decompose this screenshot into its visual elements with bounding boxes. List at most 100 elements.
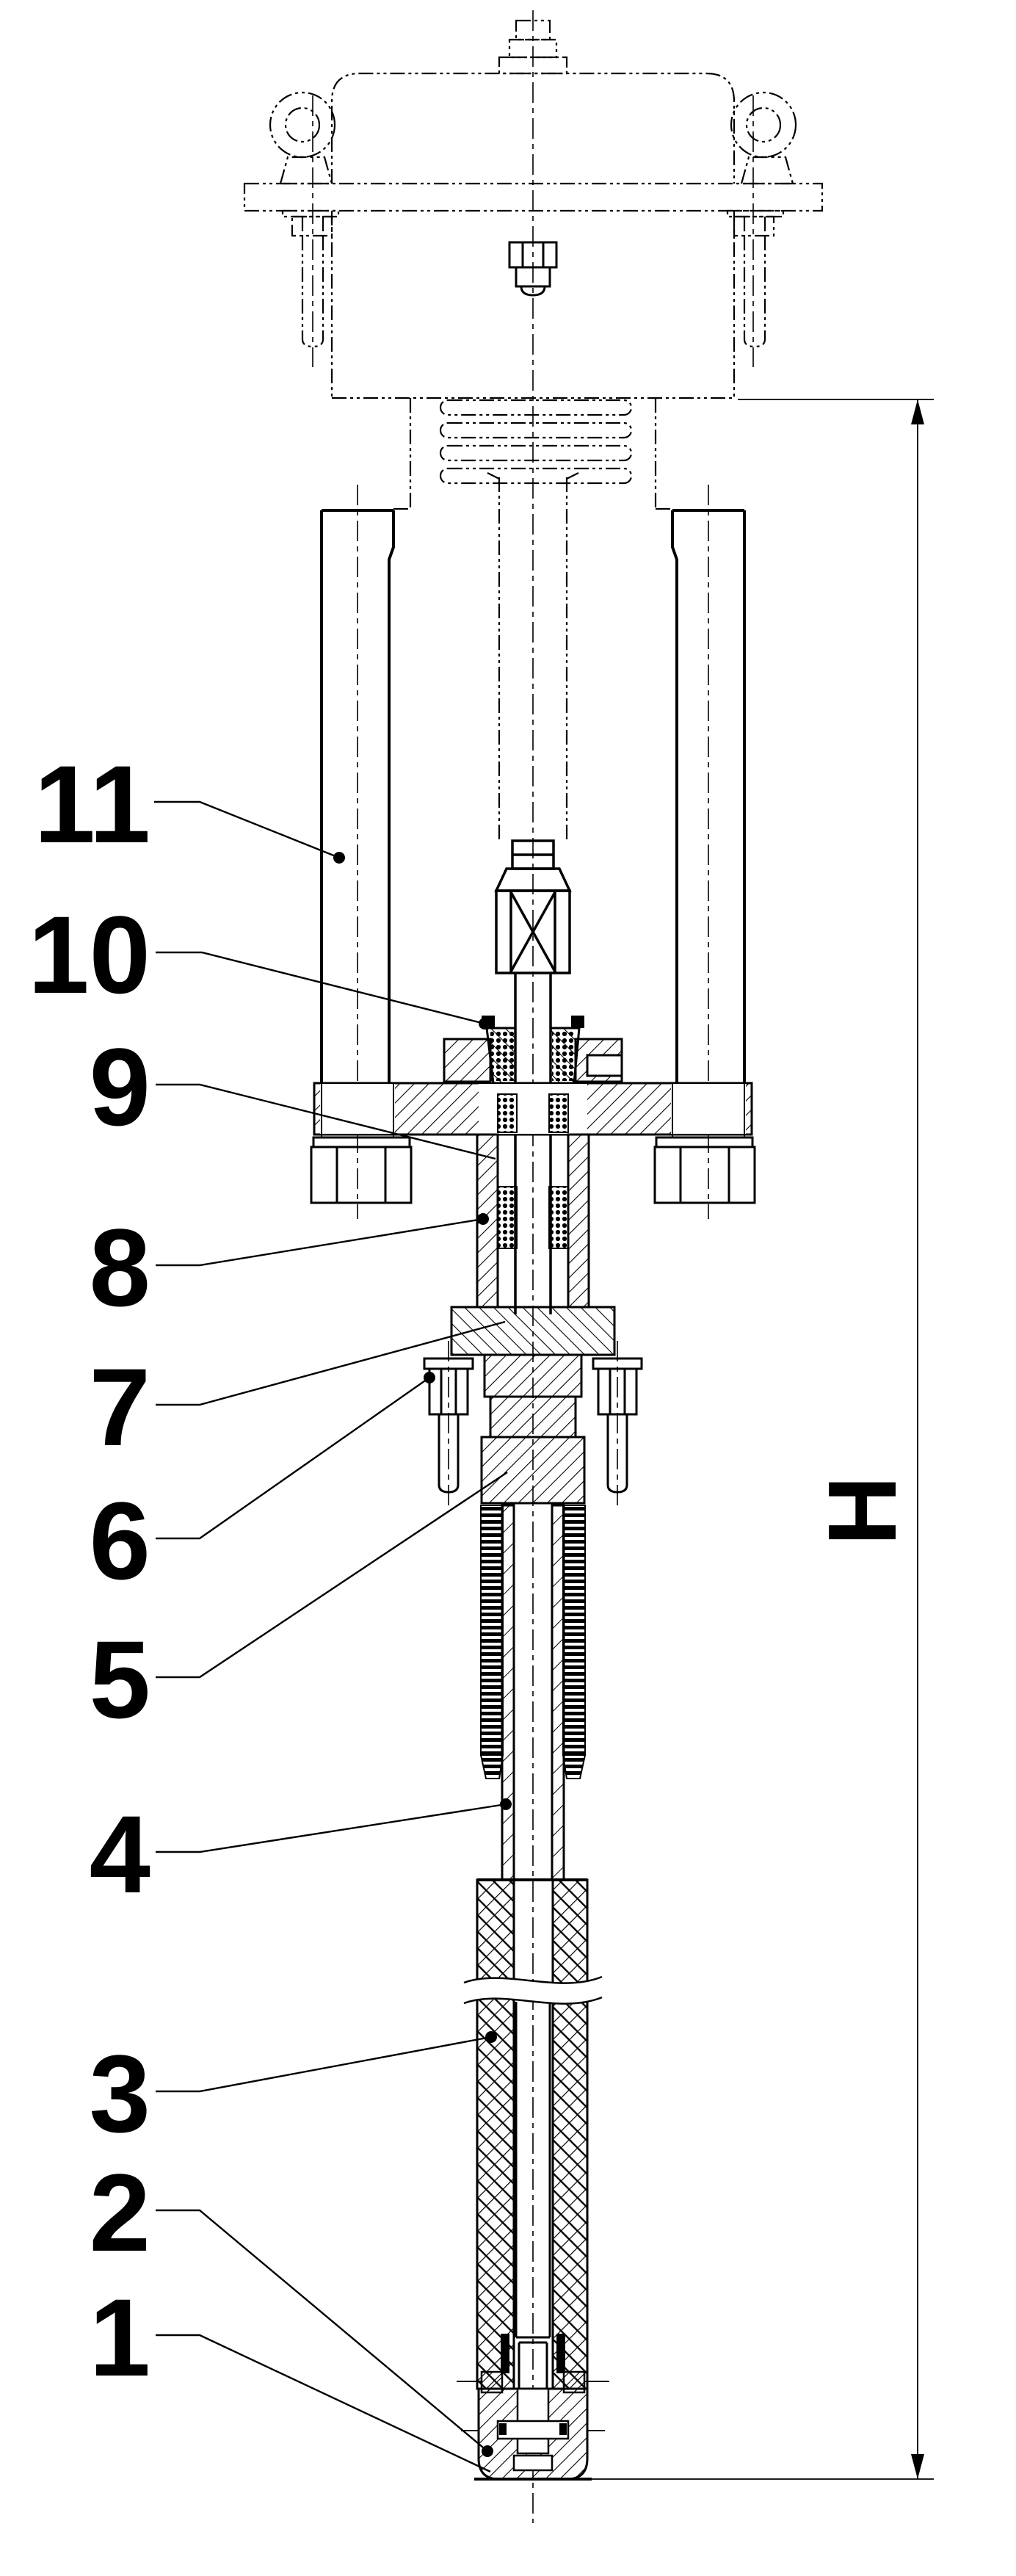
left-stud-washer: [281, 209, 340, 218]
yoke-columns: [320, 509, 746, 1083]
insulating-tube: [457, 1878, 609, 2431]
callout-3-label: 3: [90, 2032, 150, 2155]
leader-dot-8: [477, 1213, 489, 1225]
leader-dot-3: [485, 2031, 497, 2043]
right-eyebolt-base: [740, 156, 794, 185]
left-stud-nut: [291, 215, 333, 237]
leader-dot-6: [424, 1372, 435, 1383]
callout-2-label: 2: [90, 2151, 150, 2274]
bonnet-wall-right: [567, 1133, 590, 1309]
right-column-nut: [653, 1146, 756, 1204]
tube-wall-right: [551, 1878, 589, 2390]
right-column-inner: [671, 510, 678, 1083]
left-clamp-bolt-shank: [438, 1414, 460, 1494]
spring-coil-3: [439, 444, 633, 462]
leader-9: [156, 1083, 496, 1160]
diaphragm-housing-top: [330, 72, 736, 184]
left-column-inner: [388, 510, 395, 1083]
right-eyebolt-ring-outer: [730, 91, 797, 159]
spring-coil-1: [439, 399, 633, 416]
leader-2: [156, 2209, 488, 2452]
pipe-wall-right: [551, 1504, 565, 1881]
leader-dot-4: [500, 1798, 512, 1810]
spring-coil-4: [439, 467, 633, 485]
pipe-break-symbol: [463, 1975, 603, 2005]
callout-9-label: 9: [90, 1025, 150, 1148]
bonnet: [423, 1093, 643, 1505]
tube-wall-left: [476, 1878, 515, 2390]
actuator-mounting-plate: [243, 182, 824, 212]
bonnet-flange: [450, 1306, 616, 1356]
callout-1-label: 1: [90, 2276, 150, 2399]
packing-lower-left: [497, 1186, 518, 1249]
right-clamp-bolt-head: [597, 1367, 638, 1416]
extension-pipe: [479, 1504, 587, 1881]
air-connection-base: [498, 56, 568, 75]
right-nut-washer: [655, 1136, 754, 1148]
leader-dot-11: [333, 852, 345, 864]
callout-4-label: 4: [90, 1792, 150, 1916]
seat-bar-left: [501, 2334, 509, 2373]
callout-7-label: 7: [90, 1345, 150, 1469]
height-dimension: [592, 399, 934, 2480]
cap-plug: [512, 2454, 554, 2472]
callout-labels: 11 10 9 8 7 6 5 4 3 2 1: [28, 742, 150, 2399]
gland-and-flange: [310, 1016, 756, 1204]
callout-leaders: [154, 800, 512, 2473]
pipe-wall-left: [501, 1504, 515, 1881]
left-clamp-bolt-head: [428, 1367, 469, 1416]
leader-8: [156, 1218, 484, 1267]
clamp-ring-1: [483, 1353, 583, 1398]
right-stud: [743, 236, 766, 348]
arrow-up-icon: [911, 399, 924, 424]
left-eyebolt-base: [279, 156, 333, 185]
left-nut-washer: [312, 1136, 411, 1148]
packing-upper-right: [552, 1030, 576, 1081]
leader-dot-10: [479, 1018, 490, 1030]
callout-11-label: 11: [34, 742, 150, 866]
actuator-phantom-outline: [243, 19, 824, 839]
leader-7: [156, 1320, 506, 1406]
leader-dot-2: [482, 2445, 493, 2457]
cap-seal-left: [499, 2423, 507, 2435]
bottom-cap: [474, 2387, 592, 2481]
left-stud: [301, 236, 324, 348]
packing-mid-left: [497, 1093, 518, 1133]
stem-coupling-block: [495, 889, 571, 974]
leader-5: [156, 1472, 508, 1679]
clamp-ring-2: [489, 1395, 577, 1439]
packing-upper-left: [490, 1030, 514, 1081]
left-column-nut: [310, 1146, 413, 1204]
callout-6-label: 6: [90, 1479, 150, 1602]
right-clamp-bolt-shank: [606, 1414, 628, 1494]
air-connection-top: [515, 19, 551, 41]
cap-seal-pocket: [496, 2420, 570, 2440]
gland-flange-left: [443, 1038, 492, 1083]
spring-coil-2: [439, 422, 633, 439]
arrow-down-icon: [911, 2454, 924, 2479]
left-eyebolt-ring-outer: [269, 91, 336, 159]
centerlines: [312, 10, 754, 2523]
right-stud-washer: [726, 209, 785, 218]
leader-4: [156, 1803, 507, 1853]
gland-corner-right: [571, 1016, 584, 1028]
callout-10-label: 10: [28, 893, 150, 1016]
thread-band-right: [562, 1505, 586, 1756]
stem-top-fitting: [508, 241, 558, 297]
right-stud-nut: [733, 215, 775, 237]
dimension-H-label: H: [808, 1476, 916, 1546]
packing-mid-right: [548, 1093, 569, 1133]
leader-1: [156, 2334, 491, 2473]
clamp-ring-3: [480, 1436, 586, 1505]
leader-11: [154, 800, 340, 859]
leader-3: [156, 2036, 492, 2093]
left-eyebolt-ring-inner: [284, 106, 321, 143]
seat-bar-right: [556, 2334, 565, 2373]
leader-6: [156, 1377, 430, 1540]
packing-lower-right: [548, 1186, 569, 1249]
callout-5-label: 5: [90, 1618, 150, 1741]
coupling-x-mark-2: [509, 891, 556, 972]
leader-10: [156, 951, 485, 1025]
cap-seal-right: [559, 2423, 567, 2435]
